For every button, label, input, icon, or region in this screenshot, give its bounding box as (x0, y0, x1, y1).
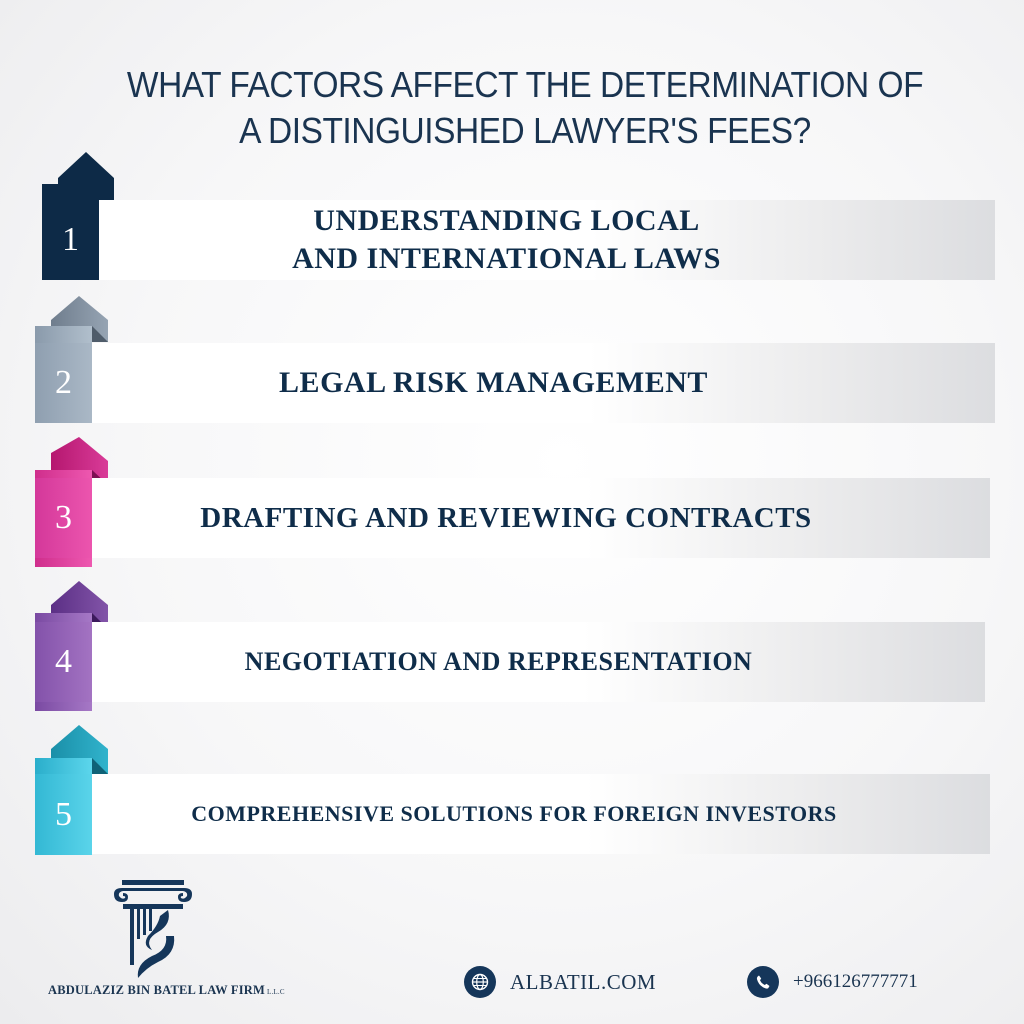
factor-label: DRAFTING AND REVIEWING CONTRACTS (200, 501, 812, 534)
factor-bar: DRAFTING AND REVIEWING CONTRACTS (92, 478, 990, 558)
factor-number: 3 (35, 478, 92, 558)
factor-bar: COMPREHENSIVE SOLUTIONS FOR FOREIGN INVE… (92, 774, 990, 854)
factor-number: 1 (42, 200, 99, 280)
phone-icon (747, 966, 779, 998)
factor-bar: UNDERSTANDING LOCAL AND INTERNATIONAL LA… (98, 200, 995, 280)
phone-link[interactable]: +966126777771 (747, 966, 918, 998)
pillar-logo-icon (114, 880, 192, 978)
page-title: WHAT FACTORS AFFECT THE DETERMINATION OF… (93, 62, 958, 154)
title-line-1: WHAT FACTORS AFFECT THE DETERMINATION OF (126, 64, 924, 105)
factor-number: 5 (35, 774, 92, 855)
factor-label: NEGOTIATION AND REPRESENTATION (244, 647, 753, 676)
phone-text[interactable]: +966126777771 (793, 971, 918, 992)
factor-label: LEGAL RISK MANAGEMENT (279, 366, 708, 399)
factor-label: COMPREHENSIVE SOLUTIONS FOR FOREIGN INVE… (191, 801, 837, 826)
factor-label-line-2: AND INTERNATIONAL LAWS (292, 242, 721, 275)
title-line-2: A DISTINGUISHED LAWYER'S FEES? (239, 110, 811, 151)
factor-bar: LEGAL RISK MANAGEMENT (92, 343, 995, 423)
factor-bar: NEGOTIATION AND REPRESENTATION (92, 622, 985, 702)
factor-number: 2 (35, 343, 92, 423)
website-text[interactable]: ALBATIL.COM (510, 969, 657, 994)
globe-icon (464, 966, 496, 998)
factor-label-line-1: UNDERSTANDING LOCAL (313, 204, 700, 237)
factor-number: 4 (35, 622, 92, 702)
website-link[interactable]: ALBATIL.COM (464, 966, 656, 998)
